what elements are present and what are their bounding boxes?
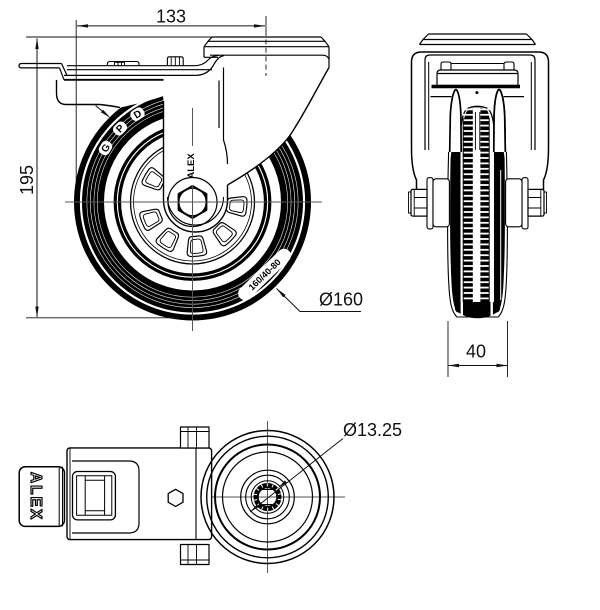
svg-text:40: 40 bbox=[466, 342, 486, 362]
svg-text:ALEX: ALEX bbox=[186, 153, 197, 179]
svg-text:133: 133 bbox=[156, 7, 186, 27]
svg-text:Ø160: Ø160 bbox=[319, 290, 363, 310]
svg-text:Ø13.25: Ø13.25 bbox=[343, 420, 402, 440]
svg-text:195: 195 bbox=[17, 165, 37, 195]
svg-text:D: D bbox=[132, 108, 144, 121]
svg-text:ALEX: ALEX bbox=[27, 472, 44, 521]
